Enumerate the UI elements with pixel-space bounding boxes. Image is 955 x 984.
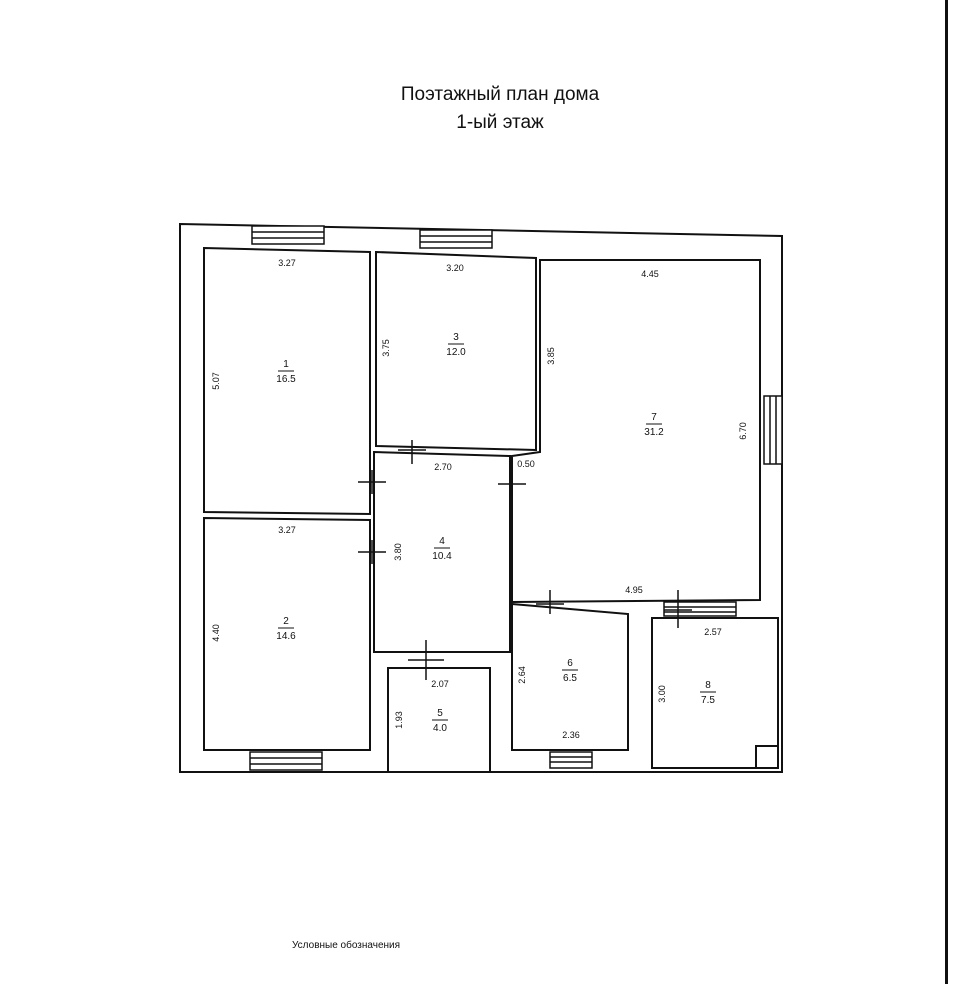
room-3-number: 3	[453, 332, 459, 343]
dimension-labels: 3.27 5.07 3.27 4.40 3.20 3.75 2.70 3.80 …	[211, 258, 748, 740]
dim-r1-height: 5.07	[211, 372, 221, 390]
dim-r4-offset: 0.50	[517, 459, 535, 469]
room-labels: 1 16.5 2 14.6 3 12.0 4 10.4 5 4.0 6 6.5 …	[276, 332, 716, 734]
dim-r3-height: 3.75	[381, 339, 391, 357]
room-1-area: 16.5	[276, 374, 296, 385]
dim-r6-width: 2.36	[562, 730, 580, 740]
dim-r3-width: 3.20	[446, 263, 464, 273]
room-6-outline	[511, 602, 629, 751]
window-top-middle	[419, 229, 493, 249]
window-bottom-middle	[549, 751, 593, 769]
room-1-number: 1	[283, 359, 289, 370]
door-marks	[358, 440, 692, 680]
plan-title: Поэтажный план дома	[400, 84, 600, 105]
dim-r1-width: 3.27	[278, 258, 296, 268]
room-4-number: 4	[439, 536, 445, 547]
room-1-outline	[203, 246, 371, 516]
room-7-number: 7	[651, 412, 657, 423]
plan-subtitle: 1-ый этаж	[456, 112, 544, 133]
room-8-corner-box	[755, 745, 779, 769]
legend-label: Условные обозначения	[292, 940, 401, 951]
room-5-area: 4.0	[433, 723, 447, 734]
room-5-number: 5	[437, 708, 443, 719]
dim-r8-width: 2.57	[704, 627, 722, 637]
dim-r7-width-bottom: 4.95	[625, 585, 643, 595]
room-7-area: 31.2	[644, 427, 664, 438]
dim-r4-width: 2.70	[434, 462, 452, 472]
outer-wall	[179, 222, 783, 773]
room-3-outline	[375, 250, 537, 452]
room-4-outline	[373, 450, 511, 653]
room-8-area: 7.5	[701, 695, 715, 706]
room-8-number: 8	[705, 680, 711, 691]
dim-r7-width-top: 4.45	[641, 269, 659, 279]
dim-r6-height: 2.64	[517, 666, 527, 684]
dim-r8-height: 3.00	[657, 685, 667, 703]
page-edge-line	[945, 0, 948, 984]
room-2-number: 2	[283, 616, 289, 627]
dim-r2-width: 3.27	[278, 525, 296, 535]
dim-r7-height-left: 3.85	[546, 347, 556, 365]
window-bottom-right	[663, 601, 737, 617]
room-5-outline	[387, 667, 491, 773]
room-4-area: 10.4	[432, 551, 452, 562]
room-6-area: 6.5	[563, 673, 577, 684]
room-2-outline	[203, 516, 371, 751]
windows	[249, 225, 783, 771]
dim-r2-height: 4.40	[211, 624, 221, 642]
dim-r5-height: 1.93	[394, 711, 404, 729]
dim-r7-height: 6.70	[738, 422, 748, 440]
dim-r4-height: 3.80	[393, 543, 403, 561]
window-top-left	[251, 225, 325, 245]
window-right	[763, 395, 783, 465]
window-bottom-left	[249, 751, 323, 771]
room-6-number: 6	[567, 658, 573, 669]
room-2-area: 14.6	[276, 631, 296, 642]
room-3-area: 12.0	[446, 347, 466, 358]
dim-r5-width: 2.07	[431, 679, 449, 689]
room-7-outline	[511, 259, 761, 604]
